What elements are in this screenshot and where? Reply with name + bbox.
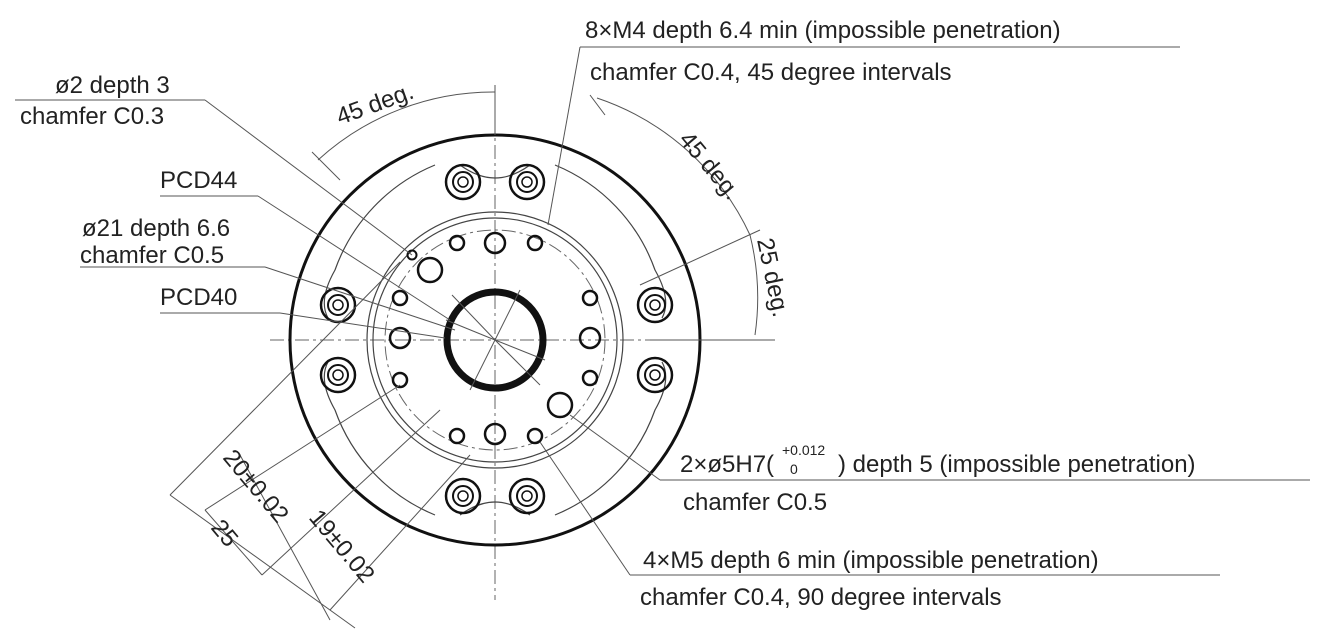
pin-hole-2 (546, 391, 574, 419)
h7-callout-suffix: ) depth 5 (impossible penetration) (838, 451, 1196, 478)
angle-arc-right (596, 97, 759, 336)
m5-callout-line1: 4×M5 depth 6 min (impossible penetration… (643, 547, 1099, 574)
pcd-centerline-circle (384, 229, 606, 451)
dim-label-19: 19±0.02 (303, 505, 379, 589)
d2-callout-line2: chamfer C0.3 (20, 103, 164, 130)
angle-arc-top (317, 91, 496, 161)
pcd40-circle (372, 217, 618, 463)
d2-callout-line1: ø2 depth 3 (55, 72, 170, 99)
small-hole-d2 (406, 249, 418, 261)
linear-dimensions (169, 261, 471, 629)
h7-tolerance-lower: 0 (790, 461, 798, 477)
flange-outline (323, 164, 667, 516)
h7-callout-prefix: 2×ø5H7( (680, 451, 774, 478)
pcd44-circle (366, 211, 624, 469)
radial-lines (445, 289, 546, 391)
leader-lines (15, 46, 1310, 576)
m5-hole-group (319, 163, 674, 515)
central-bore-outer (443, 288, 547, 392)
m4-callout-line2: chamfer C0.4, 45 degree intervals (590, 59, 952, 86)
m4-callout-line1: 8×M4 depth 6.4 min (impossible penetrati… (585, 17, 1061, 44)
pcd40-label: PCD40 (160, 284, 237, 311)
h7-tolerance-upper: +0.012 (782, 442, 825, 458)
angle-label-right-1: 45 deg. (673, 127, 745, 206)
pcd44-label: PCD44 (160, 167, 237, 194)
m5-callout-line2: chamfer C0.4, 90 degree intervals (640, 584, 1002, 611)
d21-callout-line2: chamfer C0.5 (80, 242, 224, 269)
pin-hole-1 (416, 256, 444, 284)
h7-callout-line2: chamfer C0.5 (683, 489, 827, 516)
angle-dimensions: 45 deg. 45 deg. 25 deg. (311, 78, 794, 341)
m4-hole-group (388, 231, 602, 446)
angle-label-top: 45 deg. (333, 78, 417, 131)
d21-callout-line1: ø21 depth 6.6 (82, 215, 230, 242)
dim-label-20: 20±0.02 (217, 445, 293, 529)
